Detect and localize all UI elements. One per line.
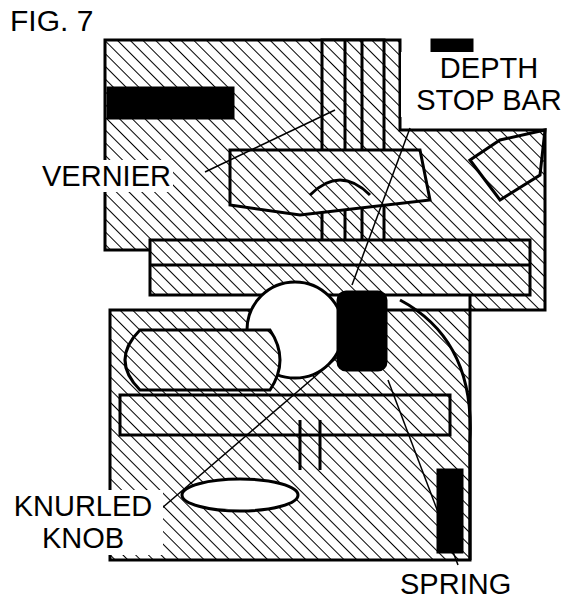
part-label: SPRING (398, 568, 513, 600)
spring (438, 470, 462, 552)
slot (182, 479, 298, 511)
dark-rib (108, 88, 233, 118)
leader-lines (162, 110, 458, 565)
part-label: VERNIER (40, 160, 173, 192)
part-label: VERNIER (40, 160, 173, 192)
knob-boss (125, 330, 280, 390)
figure-title: FIG. 7 (8, 4, 95, 38)
knurled-knob (338, 292, 386, 370)
cross-member (150, 240, 530, 295)
part-label: DEPTH STOP BAR (401, 52, 577, 117)
part-label: KNURLED KNOB (3, 490, 163, 555)
figure-title: FIG. 7 (8, 4, 95, 38)
part-label: SPRING (398, 568, 513, 600)
vernier (230, 150, 430, 215)
flange (470, 130, 545, 200)
part-label: DEPTH STOP BAR (401, 52, 577, 117)
part-label: KNURLED KNOB (3, 490, 163, 555)
